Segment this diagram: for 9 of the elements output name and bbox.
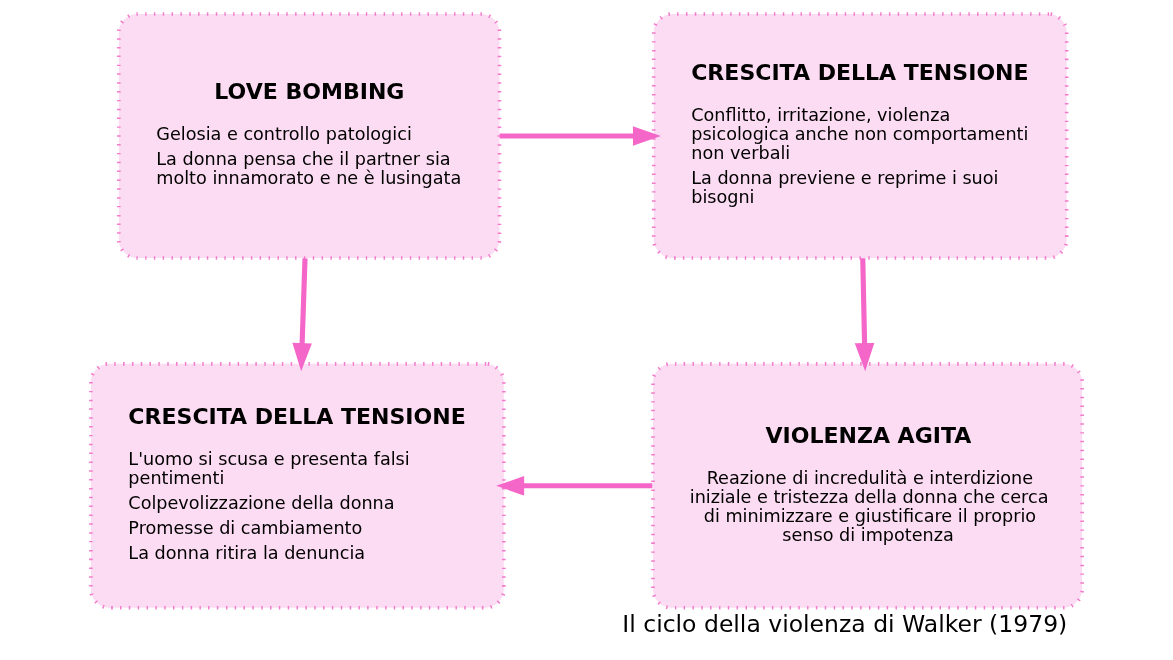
arrow [292, 258, 312, 372]
arrow [496, 475, 653, 496]
node-box: CRESCITA DELLA TENSIONE L'uomo si scusa e presenta falsi pentimenti Colpevolizzazione della donna Promesse di cambiamento La donna ritira la denuncia [89, 361, 506, 610]
arrow [854, 258, 875, 372]
node-box: CRESCITA DELLA TENSIONE Conflitto, irritazione, violenza psicologica anche non comportamenti non verbali La donna previene e reprime i suoi bisogni [651, 12, 1069, 260]
node-box: LOVE BOMBING Gelosia e controllo patologici La donna pensa che il partner sia molto innamorato e ne è lusingata [116, 12, 502, 260]
node-box: VIOLENZA AGITA Reazione di incredulità e interdizione iniziale e tristezza della donna che cerca di minimizzare e giustificare il proprio senso di impotenza [651, 361, 1084, 610]
caption: Il ciclo della violenza di Walker (1979) [622, 610, 1068, 639]
arrow [499, 126, 661, 146]
